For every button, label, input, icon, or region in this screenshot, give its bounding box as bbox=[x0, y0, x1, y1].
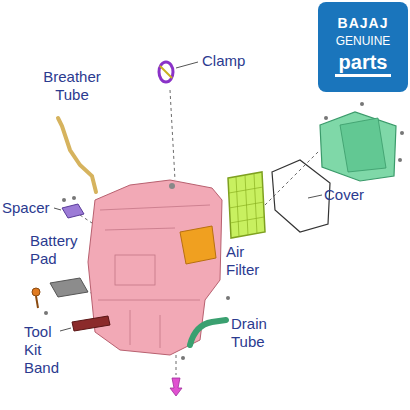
part-label: Battery Pad bbox=[30, 232, 94, 268]
spacer bbox=[62, 204, 84, 218]
screw bbox=[398, 158, 402, 162]
screw bbox=[400, 131, 404, 135]
cover bbox=[320, 112, 396, 181]
part-label: Air Filter bbox=[226, 243, 276, 279]
logo-text: parts bbox=[335, 50, 392, 77]
screw bbox=[62, 198, 66, 202]
leader-line bbox=[308, 195, 322, 198]
leader-line bbox=[54, 208, 61, 210]
part-label: Spacer bbox=[2, 199, 50, 217]
leader-line bbox=[60, 328, 71, 331]
screw bbox=[181, 356, 185, 360]
assembly-lines bbox=[80, 90, 320, 375]
screw bbox=[44, 311, 48, 315]
intake-duct bbox=[180, 226, 216, 264]
gasket bbox=[272, 160, 330, 232]
fastener bbox=[170, 378, 182, 396]
air-filter bbox=[228, 172, 265, 238]
part-label: Clamp bbox=[202, 52, 245, 70]
screw bbox=[360, 102, 364, 106]
screw-shank bbox=[36, 296, 38, 308]
brand-logo: BAJAJGENUINEparts bbox=[318, 2, 408, 92]
airbox-details bbox=[98, 205, 210, 348]
tool-kit-band bbox=[72, 316, 110, 331]
part-label: Cover bbox=[324, 186, 364, 204]
air-filter-grid bbox=[229, 174, 264, 237]
breather-tube bbox=[58, 118, 96, 192]
part-label: Breather Tube bbox=[30, 68, 114, 104]
screw bbox=[169, 183, 175, 189]
clamp-screw bbox=[160, 66, 172, 78]
clamp bbox=[159, 62, 173, 82]
screw bbox=[226, 296, 230, 300]
drain-tube bbox=[190, 320, 226, 345]
logo-text: BAJAJ bbox=[318, 14, 408, 32]
screw bbox=[72, 196, 76, 200]
leader-line bbox=[176, 62, 198, 68]
part-label: Drain Tube bbox=[231, 315, 281, 351]
cover-panel bbox=[340, 118, 386, 172]
battery-pad bbox=[50, 278, 88, 297]
part-label: Tool Kit Band bbox=[24, 323, 68, 377]
screw bbox=[32, 288, 40, 296]
screw bbox=[324, 116, 328, 120]
logo-text: GENUINE bbox=[318, 32, 408, 50]
